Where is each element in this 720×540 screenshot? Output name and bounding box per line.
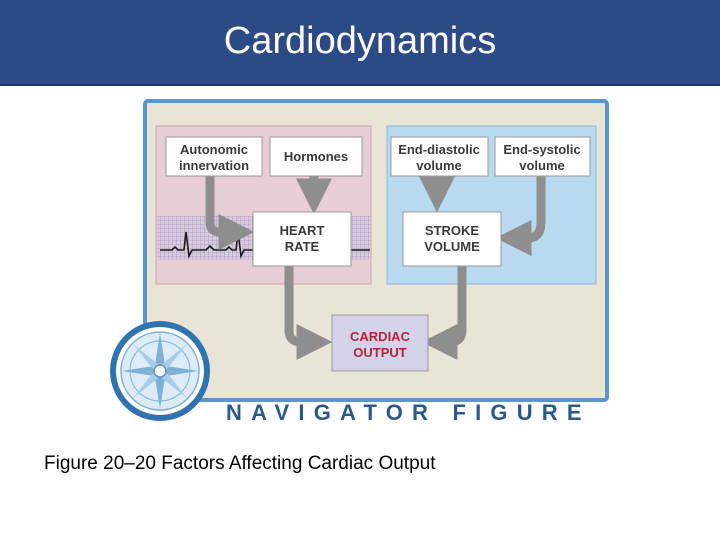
navigator-figure-label: NAVIGATOR FIGURE <box>226 400 591 425</box>
slide-title: Cardiodynamics <box>223 20 497 62</box>
autonomic-innervation-box: Autonomic innervation <box>165 136 263 177</box>
heart-rate-box: HEART RATE <box>252 211 352 267</box>
arrow-systolic-to-stroke-volume <box>495 176 546 256</box>
arrow-autonomic-to-heart-rate <box>205 176 255 250</box>
figure-caption: Figure 20–20 Factors Affecting Cardiac O… <box>44 453 436 474</box>
svg-text:End-systolic: End-systolic <box>503 142 580 157</box>
svg-text:VOLUME: VOLUME <box>424 239 480 254</box>
svg-text:STROKE: STROKE <box>425 223 480 238</box>
arrow-stroke-volume-to-output <box>421 266 467 360</box>
stroke-volume-box: STROKE VOLUME <box>402 211 502 267</box>
title-bar: Cardiodynamics <box>0 0 720 86</box>
cardiac-output-box: CARDIAC OUTPUT <box>331 314 429 372</box>
hormones-box: Hormones <box>269 136 363 177</box>
svg-text:CARDIAC: CARDIAC <box>350 329 411 344</box>
svg-text:Hormones: Hormones <box>284 149 348 164</box>
compass-icon <box>110 321 210 421</box>
svg-text:Autonomic: Autonomic <box>180 142 248 157</box>
svg-text:volume: volume <box>519 158 565 173</box>
flow-arrows <box>205 176 546 360</box>
svg-text:End-diastolic: End-diastolic <box>398 142 480 157</box>
end-diastolic-volume-box: End-diastolic volume <box>390 136 489 177</box>
svg-text:innervation: innervation <box>179 158 249 173</box>
end-systolic-volume-box: End-systolic volume <box>494 136 591 177</box>
arrow-heart-rate-to-output <box>284 266 333 360</box>
svg-text:RATE: RATE <box>285 239 320 254</box>
svg-text:OUTPUT: OUTPUT <box>353 345 407 360</box>
svg-text:HEART: HEART <box>280 223 325 238</box>
svg-text:volume: volume <box>416 158 462 173</box>
